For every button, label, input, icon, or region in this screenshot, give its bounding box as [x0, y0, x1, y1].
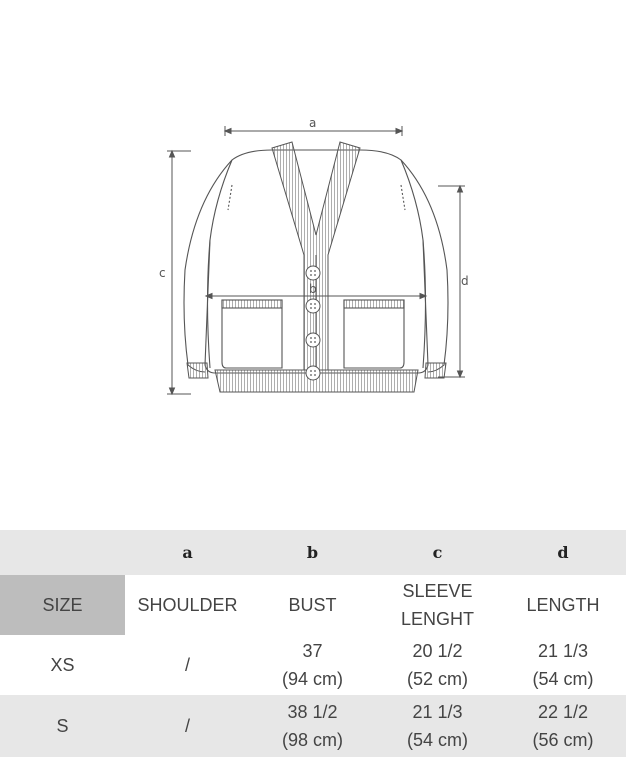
left-pocket [221, 299, 283, 369]
header-shoulder: SHOULDER [137, 595, 238, 615]
sleeve-s-in: 21 1/3 [412, 702, 463, 722]
bust-s-in: 38 1/2 [287, 702, 338, 722]
header-letter-empty [0, 530, 125, 575]
sleeve-xs-in: 20 1/2 [412, 641, 463, 661]
shoulder-s: / [125, 695, 250, 757]
bust-s: 38 1/2 (98 cm) [250, 695, 375, 757]
length-s: 22 1/2 (56 cm) [500, 695, 626, 757]
sleeve-xs-cm: (52 cm) [406, 669, 468, 689]
bust-xs: 37 (94 cm) [250, 635, 375, 695]
button-2 [305, 298, 321, 314]
header-bust: BUST [288, 595, 337, 615]
left-cuff [186, 362, 209, 379]
bust-s-cm: (98 cm) [281, 730, 343, 750]
header-letter-a: a [125, 530, 250, 575]
shoulder-xs: / [125, 635, 250, 695]
sleeve-s: 21 1/3 (54 cm) [375, 695, 500, 757]
header-length: LENGTH [526, 595, 600, 615]
size-chart-table: a b c d SIZE SHOULDER BUST SLEEVE LENGHT… [0, 530, 626, 757]
header-sleeve-length: SLEEVE LENGHT [375, 575, 500, 635]
right-cuff [424, 362, 447, 379]
header-letter-b: b [250, 530, 375, 575]
dimension-c-label: c [159, 266, 166, 280]
length-s-cm: (56 cm) [532, 730, 594, 750]
table-header-letters: a b c d [0, 530, 626, 575]
length-s-in: 22 1/2 [537, 702, 589, 722]
hem-band [214, 369, 419, 393]
header-letter-c: c [375, 530, 500, 575]
table-header-names: SIZE SHOULDER BUST SLEEVE LENGHT LENGTH [0, 575, 626, 635]
dimension-d-label: d [461, 274, 469, 288]
header-sleeve-line2: LENGHT [400, 609, 474, 629]
length-xs-in: 21 1/3 [537, 641, 589, 661]
table-row: XS / 37 (94 cm) 20 1/2 (52 cm) 21 1/3 (5… [0, 635, 626, 695]
right-pocket [343, 299, 405, 369]
sleeve-s-cm: (54 cm) [406, 730, 468, 750]
size-xs: XS [0, 635, 125, 695]
cardigan-diagram: a b c d [159, 116, 469, 396]
bust-xs-cm: (94 cm) [281, 669, 343, 689]
header-size: SIZE [0, 575, 125, 635]
sleeve-xs: 20 1/2 (52 cm) [375, 635, 500, 695]
header-letter-d: d [500, 530, 626, 575]
button-1 [305, 265, 321, 281]
size-s: S [0, 695, 125, 757]
left-pocket-band [221, 299, 283, 309]
length-xs-cm: (54 cm) [532, 669, 594, 689]
button-4 [305, 365, 321, 381]
table-row: S / 38 1/2 (98 cm) 21 1/3 (54 cm) 22 1/2… [0, 695, 626, 757]
right-pocket-band [343, 299, 405, 309]
dimension-a-label: a [309, 116, 317, 130]
button-3 [305, 332, 321, 348]
bust-xs-in: 37 [302, 641, 323, 661]
length-xs: 21 1/3 (54 cm) [500, 635, 626, 695]
header-sleeve-line1: SLEEVE [402, 581, 473, 601]
cardigan-sketch [167, 126, 465, 396]
dimension-b-label: b [309, 282, 317, 296]
